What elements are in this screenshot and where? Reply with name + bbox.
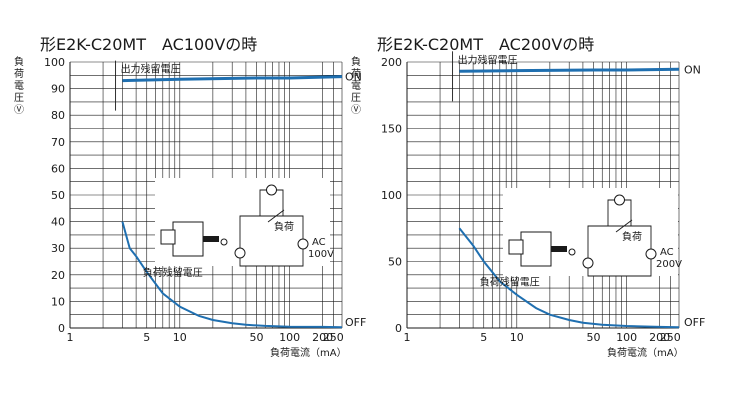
y-tick-labels: 0 10 20 30 40 50 60 70 80 90 100: [44, 56, 65, 335]
y-tick-labels: 0 50 100 150 200: [381, 56, 402, 335]
load-label: 負荷: [622, 231, 642, 243]
x-tick-label: 50: [250, 331, 264, 344]
x-tick-label: 5: [480, 331, 487, 344]
y-tick-label: 70: [51, 136, 65, 149]
x-tick-label: 50: [587, 331, 601, 344]
x-tick-label: 100: [616, 331, 637, 344]
x-tick-label: 1: [67, 331, 74, 344]
y-axis-label-char: 電: [14, 80, 24, 92]
x-axis-label: 負荷電流（mA）: [607, 346, 684, 359]
y-axis-label-char: 負: [351, 56, 361, 68]
circuit-inset: 負荷 AC100V: [155, 178, 334, 267]
series-label-off: OFF: [684, 316, 705, 329]
sensor-body-icon: [172, 221, 204, 257]
y-tick-label: 90: [51, 83, 65, 96]
x-tick-label: 250: [323, 331, 344, 344]
supply-label-ac: AC: [312, 237, 326, 248]
terminal-icon: [220, 238, 228, 246]
y-tick-label: 10: [51, 295, 65, 308]
y-tick-label: 100: [44, 56, 65, 69]
x-tick-label: 1: [404, 331, 411, 344]
ac-source-icon: [645, 248, 657, 260]
y-tick-label: 50: [388, 256, 402, 269]
x-tick-label: 10: [173, 331, 187, 344]
y-tick-label: 20: [51, 269, 65, 282]
x-axis-label: 負荷電流（mA）: [270, 346, 347, 359]
y-tick-label: 30: [51, 242, 65, 255]
chart-ac100v: 形E2K-C20MT AC100Vの時 0 10 20 30 40 50 60 70 80 90 1…: [14, 35, 366, 359]
series-line-off: [458, 227, 680, 329]
chart-ac200v: 形E2K-C20MT AC200Vの時 0 50 100 150 200 1 5 10 50 10…: [351, 35, 705, 359]
sensor-head-icon: [160, 229, 176, 245]
load-label: 負荷: [274, 221, 294, 233]
series-label-on: ON: [684, 63, 701, 76]
voltmeter-icon: [614, 194, 625, 206]
y-axis-label-char: Ⓥ: [14, 104, 24, 116]
supply-label-voltage: 100V: [308, 249, 334, 260]
terminal-icon: [568, 248, 576, 256]
ammeter-icon: [582, 257, 594, 269]
load-resistor-icon: [615, 219, 633, 233]
annotation-output-residual: 出力残留電圧: [121, 63, 181, 76]
sensor-head-icon: [508, 239, 524, 255]
series-line-on: [122, 75, 343, 83]
y-axis-label-char: Ⓥ: [351, 104, 361, 116]
ammeter-icon: [234, 247, 246, 259]
supply-label-ac: AC: [660, 247, 674, 258]
load-resistor-icon: [267, 209, 285, 223]
y-axis-label-char: 負: [14, 56, 24, 68]
y-tick-label: 200: [381, 56, 402, 69]
y-tick-label: 0: [395, 322, 402, 335]
series-label-on: ON: [345, 71, 362, 84]
y-tick-label: 150: [381, 123, 402, 136]
x-tick-label: 200: [649, 331, 670, 344]
sensor-cable-icon: [203, 236, 219, 242]
y-axis-label-char: 荷: [14, 68, 24, 80]
y-axis-label-char: 電: [351, 80, 361, 92]
y-axis-label-char: 荷: [351, 68, 361, 80]
chart-title-ac100v: 形E2K-C20MT AC100Vの時: [40, 35, 257, 54]
y-axis-label-char: 圧: [351, 93, 361, 104]
y-tick-label: 50: [51, 189, 65, 202]
sensor-body-icon: [520, 231, 552, 267]
voltmeter-icon: [266, 184, 277, 196]
series-line-off: [121, 221, 343, 329]
annotation-output-residual: 出力残留電圧: [458, 53, 518, 66]
y-tick-label: 80: [51, 109, 65, 122]
x-tick-label: 10: [510, 331, 524, 344]
chart-title-ac200v: 形E2K-C20MT AC200Vの時: [377, 35, 594, 54]
y-tick-label: 0: [58, 322, 65, 335]
x-tick-label: 200: [312, 331, 333, 344]
series-line-on: [459, 67, 680, 73]
sensor-cable-icon: [551, 246, 567, 252]
y-axis-label-char: 圧: [14, 93, 24, 104]
circuit-inset: 負荷 AC200V: [503, 188, 682, 277]
x-tick-label: 250: [660, 331, 681, 344]
x-tick-label: 5: [143, 331, 150, 344]
x-tick-label: 100: [279, 331, 300, 344]
supply-label-voltage: 200V: [656, 259, 682, 270]
y-tick-label: 40: [51, 216, 65, 229]
series-label-off: OFF: [345, 316, 366, 329]
ac-source-icon: [297, 238, 309, 250]
annotation-load-residual: 負荷残留電圧: [480, 275, 540, 288]
y-tick-label: 100: [381, 189, 402, 202]
annotation-load-residual: 負荷残留電圧: [143, 266, 203, 279]
y-tick-label: 60: [51, 162, 65, 175]
